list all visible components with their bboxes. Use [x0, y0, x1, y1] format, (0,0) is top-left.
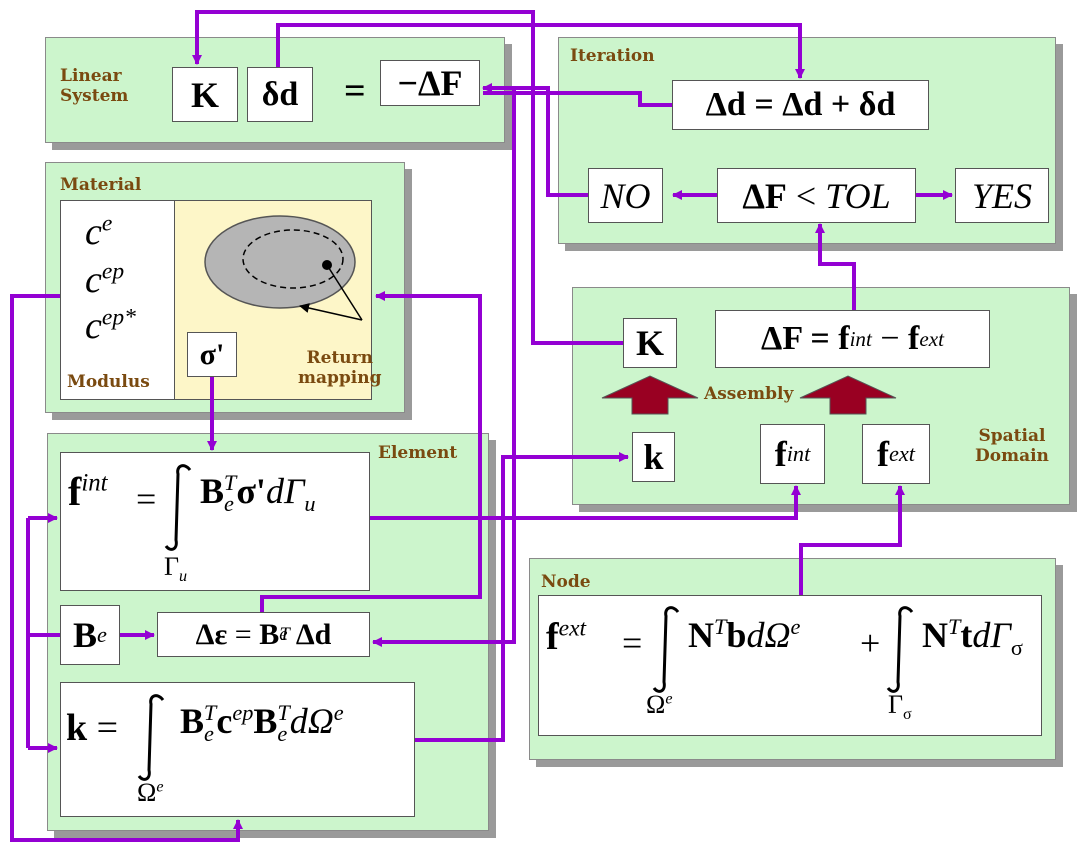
- conn-dF-to-check: [815, 223, 856, 310]
- linear-dF-box: −ΔF: [380, 60, 480, 106]
- node-equals: =: [622, 623, 643, 663]
- node-term2: NTtdΓσ: [922, 614, 1023, 661]
- fint-integral-sign: [164, 464, 192, 551]
- conn-left-to-fint: [26, 518, 57, 748]
- node-limit2: Γσ: [888, 690, 912, 724]
- modulus-ce: ce: [85, 210, 113, 253]
- conn-update-to-dF: [483, 91, 672, 107]
- conn-de-to-return: [260, 291, 482, 612]
- conn-spatialK-to-linearK: [192, 10, 623, 345]
- node-lhs: fext: [546, 615, 587, 658]
- fint-limit: Γu: [164, 552, 188, 586]
- return-mapping-label: Return mapping: [298, 348, 382, 388]
- k-lhs: k =: [66, 707, 128, 749]
- node-fext-box: [538, 595, 1042, 736]
- conn-update-to-de: [372, 88, 516, 647]
- fint-lhs: fint: [68, 469, 108, 514]
- iteration-yes-box: YES: [955, 168, 1049, 223]
- conn-dd-to-update: [276, 23, 805, 79]
- conn-node-to-fext: [799, 485, 905, 595]
- check-rhs: TOL: [825, 175, 891, 216]
- k-rhs: BeTcepBeTdΩe: [180, 700, 344, 747]
- node-term1: NTbdΩe: [688, 614, 801, 655]
- node-plus: +: [860, 623, 881, 663]
- sigma-box: σ': [187, 332, 237, 377]
- k-integral-sign: [137, 694, 165, 781]
- node-integral-2: [886, 606, 914, 693]
- linear-dd-box: δd: [247, 67, 313, 122]
- conn-fint-to-spatial: [370, 485, 801, 520]
- k-limit: Ωe: [137, 778, 164, 807]
- iteration-no-box: NO: [588, 168, 663, 223]
- node-limit1: Ωe: [646, 690, 673, 719]
- node-title: Node: [541, 572, 591, 592]
- element-k-box: [60, 682, 415, 817]
- fint-rhs: BeTσ'dΓu: [200, 470, 316, 517]
- check-op: <: [786, 175, 826, 216]
- conn-no-to-dF: [482, 83, 588, 197]
- iteration-check-box: ΔF < TOL: [717, 168, 916, 223]
- return-arrow-2: [299, 303, 363, 321]
- spatial-K-box: K: [623, 318, 677, 368]
- element-fint-box: [60, 452, 370, 591]
- element-title: Element: [378, 443, 458, 463]
- modulus-cep: cep: [85, 258, 125, 301]
- assembly-arrow-left: [601, 375, 699, 415]
- linear-k-box: K: [172, 67, 238, 122]
- linear-equals: =: [344, 70, 366, 112]
- fint-equals: =: [136, 479, 157, 519]
- spatial-domain-title: Spatial Domain: [975, 426, 1049, 466]
- iteration-title: Iteration: [570, 46, 655, 66]
- iteration-update-box: Δd = Δd + δd: [672, 80, 929, 130]
- modulus-cep-star: cep*: [85, 304, 136, 347]
- conn-modulus-to-k: [10, 294, 243, 842]
- material-title: Material: [60, 175, 142, 195]
- spatial-k-box: k: [632, 432, 675, 482]
- modulus-label: Modulus: [67, 372, 150, 392]
- linear-system-title: Linear System: [60, 66, 129, 106]
- assembly-arrow-right: [799, 375, 897, 415]
- return-arrow-1: [326, 264, 363, 321]
- check-lhs: ΔF: [742, 175, 787, 216]
- yield-surface-outer: [204, 215, 356, 309]
- conn-k-to-spatial-k: [415, 452, 629, 742]
- assembly-label: Assembly: [704, 384, 794, 404]
- node-integral-1: [652, 606, 680, 693]
- yield-surface-inner: [242, 229, 344, 289]
